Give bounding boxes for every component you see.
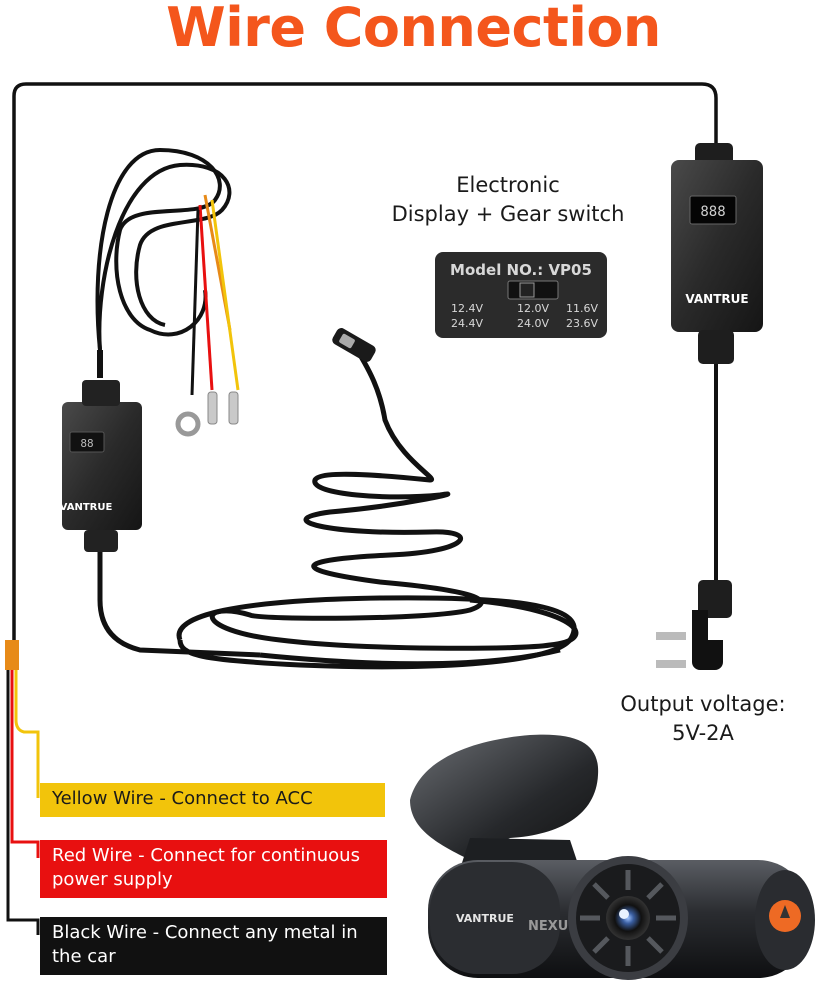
svg-text:VANTRUE: VANTRUE xyxy=(60,502,113,513)
model-number: Model NO.: VP05 xyxy=(450,261,592,279)
wire-bundle-sleeve xyxy=(5,640,19,670)
hardwire-box-left: 88 VANTRUE xyxy=(60,350,261,658)
svg-text:88: 88 xyxy=(80,437,93,450)
display-note-line2: Display + Gear switch xyxy=(391,202,625,226)
gear3-bottom: 23.6V xyxy=(566,317,598,330)
gear1-top: 12.4V xyxy=(451,302,483,315)
red-wire-label: Red Wire - Connect for continuous power … xyxy=(40,840,387,898)
cable-coil-top xyxy=(95,147,240,396)
gear3-top: 11.6V xyxy=(566,302,598,315)
gear2-top: 12.0V xyxy=(517,302,549,315)
gear1-bottom: 24.4V xyxy=(451,317,483,330)
yellow-wire-label: Yellow Wire - Connect to ACC xyxy=(40,783,385,817)
page-title: Wire Connection xyxy=(166,0,661,59)
black-wire xyxy=(6,665,40,935)
cable-spiral xyxy=(176,340,579,670)
dash-camera: VANTRUE NEXU xyxy=(410,734,815,980)
yellow-wire xyxy=(14,665,40,798)
cable-top-route xyxy=(12,82,718,665)
black-wire-label: Black Wire - Connect any metal in the ca… xyxy=(40,917,387,975)
output-line1: Output voltage: xyxy=(620,692,786,716)
output-voltage: Output voltage: 5V-2A xyxy=(598,690,808,748)
svg-text:888: 888 xyxy=(700,204,725,220)
gear-switch-panel: Model NO.: VP05 12.4V 24.4V 12.0V 24.0V … xyxy=(435,252,607,338)
wire-terminals xyxy=(175,391,239,437)
camera-model: NEXU xyxy=(528,919,568,934)
hardwire-box-right: 888 VANTRUE xyxy=(656,143,763,670)
svg-text:VANTRUE: VANTRUE xyxy=(456,912,514,925)
display-note-line1: Electronic xyxy=(456,173,560,197)
output-line2: 5V-2A xyxy=(672,721,734,745)
gear2-bottom: 24.0V xyxy=(517,317,549,330)
svg-text:VANTRUE: VANTRUE xyxy=(685,292,748,306)
usbc-connector-center xyxy=(332,328,376,362)
red-wire xyxy=(10,665,40,858)
display-note: Electronic Display + Gear switch xyxy=(370,171,646,229)
